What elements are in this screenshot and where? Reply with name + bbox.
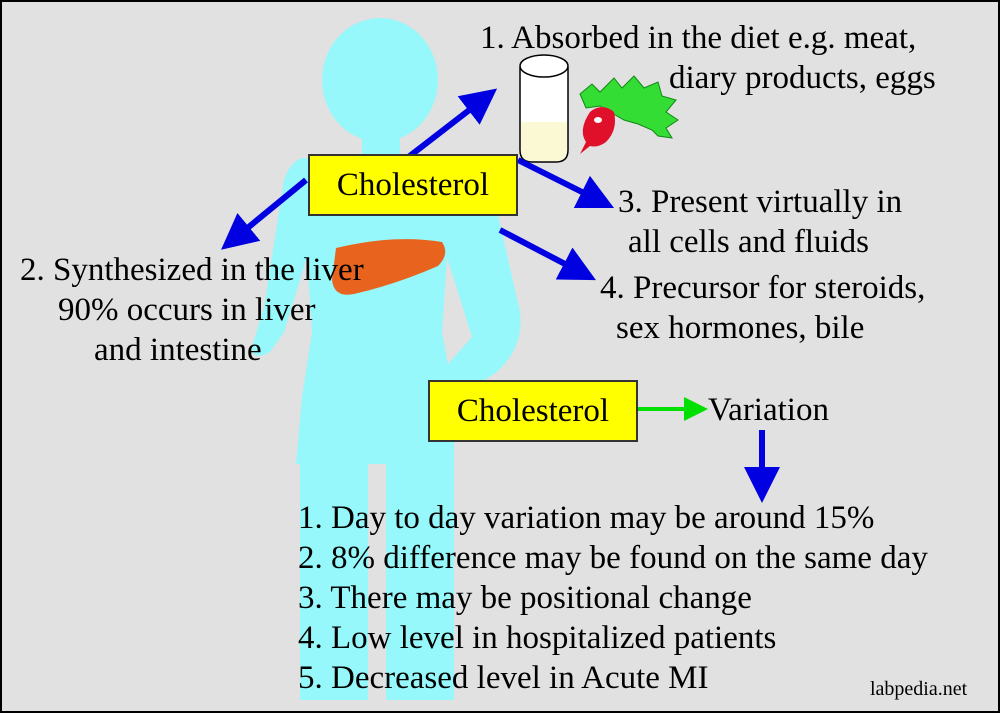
- liver-icon: [332, 239, 446, 295]
- lettuce-icon: [579, 75, 679, 139]
- fact-synth-line3: and intestine: [94, 332, 262, 368]
- glass-of-milk-icon: [519, 54, 569, 163]
- cholesterol-box-top-label: Cholesterol: [336, 166, 490, 203]
- radish-icon: [580, 107, 615, 154]
- fact-present-line2: all cells and fluids: [628, 224, 870, 260]
- variation-item-1: 1. Day to day variation may be around 15…: [298, 500, 875, 536]
- cholesterol-box-bottom-label: Cholesterol: [456, 392, 610, 429]
- arrow-to-cells: [516, 157, 615, 209]
- cholesterol-box-top: Cholesterol: [308, 154, 518, 216]
- fact-precursor-line1: 4. Precursor for steroids,: [600, 270, 926, 306]
- variation-item-5: 5. Decreased level in Acute MI: [298, 660, 709, 696]
- arrows: [221, 88, 780, 503]
- variation-item-4: 4. Low level in hospitalized patients: [298, 620, 777, 656]
- fact-synth-line1: 2. Synthesized in the liver: [20, 252, 364, 288]
- fact-present-line1: 3. Present virtually in: [618, 184, 903, 220]
- fact-precursor-line2: sex hormones, bile: [616, 310, 865, 346]
- arrow-to-precursor: [498, 227, 596, 281]
- arrow-to-synthesis: [221, 177, 308, 250]
- variation-item-2: 2. 8% difference may be found on the sam…: [298, 540, 928, 576]
- variation-item-3: 3. There may be positional change: [298, 580, 752, 616]
- arrow-to-diet: [400, 88, 498, 165]
- fact-synth-line2: 90% occurs in liver: [58, 292, 316, 328]
- site-credit: labpedia.net: [870, 678, 968, 700]
- variation-label: Variation: [708, 392, 829, 428]
- fact-absorbed-line1: 1. Absorbed in the diet e.g. meat,: [480, 20, 917, 56]
- fact-absorbed-line2: diary products, eggs: [669, 60, 936, 96]
- cholesterol-box-bottom: Cholesterol: [428, 380, 638, 442]
